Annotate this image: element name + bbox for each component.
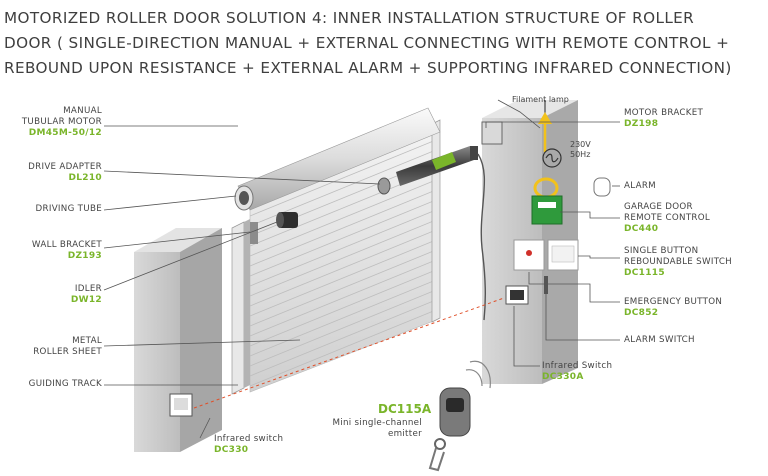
title-line-3: REBOUND UPON RESISTANCE + EXTERNAL ALARM… [4,59,732,77]
label-single-button-reboundable-switch: SINGLE BUTTON REBOUNDABLE SWITCH DC1115 [624,246,732,279]
label-idler: IDLER DW12 [4,284,102,306]
label-guiding-track: GUIDING TRACK [4,379,102,390]
label-code: DW12 [70,295,102,305]
idler-part [276,212,298,228]
filament-lamp [538,100,552,152]
label-name: SINGLE BUTTON [624,246,699,256]
label-name: WALL BRACKET [31,240,102,250]
label-name: ALARM [624,181,656,191]
label-name: IDLER [74,284,102,294]
label-code: DC330A [542,372,584,382]
tubular-motor [377,146,487,321]
filament-lamp-label: Filament lamp [512,95,569,104]
label-drive-adapter: DRIVE ADAPTER DL210 [4,162,102,184]
label-name-2: REBOUNDABLE SWITCH [624,257,733,267]
mini-emitter-remote [428,360,491,472]
label-name: ALARM SWITCH [624,335,695,345]
label-name: DRIVING TUBE [35,204,102,214]
label-remote: Mini single-channel emitter [322,418,422,440]
label-name: Mini single-channel [332,418,422,428]
label-infrared-switch-right: Infrared Switch DC330A [542,361,612,383]
label-name-2: ROLLER SHEET [33,347,102,357]
alarm-switch-device [544,276,548,294]
label-code: DC330 [214,445,249,455]
label-code: DZ198 [624,119,659,129]
left-wall [134,228,222,452]
label-wall-bracket: WALL BRACKET DZ193 [4,240,102,262]
motor-bracket-part [481,121,503,145]
infrared-beam [193,297,505,409]
leader-lines-left [103,125,381,439]
label-name: GARAGE DOOR [624,202,693,212]
label-name: GUIDING TRACK [28,379,102,389]
driving-tube [234,107,441,211]
label-code: DL210 [68,173,102,183]
label-name: EMERGENCY BUTTON [624,297,723,307]
label-code: DC440 [624,224,659,234]
label-name: Infrared switch [214,434,284,444]
label-alarm: ALARM [624,181,656,192]
power-label: 230V 50Hz [570,140,591,160]
infrared-switch-right-device [505,285,529,305]
label-manual-tubular-motor: MANUAL TUBULAR MOTOR DM45M-50/12 [4,106,102,139]
label-name: MOTOR BRACKET [624,108,704,118]
title-line-1: MOTORIZED ROLLER DOOR SOLUTION 4: INNER … [4,9,695,27]
label-name: Infrared Switch [542,361,613,371]
label-name-2: REMOTE CONTROL [624,213,711,223]
label-driving-tube: DRIVING TUBE [4,204,102,215]
label-garage-door-remote-control: GARAGE DOOR REMOTE CONTROL DC440 [624,202,710,235]
label-name-2: emitter [387,429,422,439]
switch-plates [513,239,579,271]
label-alarm-switch: ALARM SWITCH [624,335,695,346]
label-name: METAL [72,336,102,346]
power-frequency: 50Hz [570,150,591,159]
label-name-2: TUBULAR MOTOR [21,117,102,127]
infrared-switch-left-device [169,393,193,417]
power-voltage: 230V [570,140,591,149]
page-title: MOTORIZED ROLLER DOOR SOLUTION 4: INNER … [4,6,766,81]
power-supply-symbol [542,148,562,168]
label-name: MANUAL [63,106,102,116]
label-infrared-switch-left: Infrared switch DC330 [214,434,283,456]
label-code: DC852 [624,308,659,318]
title-line-2: DOOR ( SINGLE-DIRECTION MANUAL + EXTERNA… [4,34,730,52]
label-code: DZ193 [67,251,102,261]
garage-remote-control-device [531,195,563,225]
label-name: DRIVE ADAPTER [28,162,102,172]
wall-bracket-part [250,222,258,244]
label-code: DC1115 [624,268,665,278]
label-metal-roller-sheet: METAL ROLLER SHEET [4,336,102,358]
alarm-device [593,177,611,197]
label-motor-bracket: MOTOR BRACKET DZ198 [624,108,703,130]
leader-lines-right [485,99,620,367]
label-code: DM45M-50/12 [28,128,102,138]
remote-code: DC115A [378,402,432,416]
label-emergency-button: EMERGENCY BUTTON DC852 [624,297,722,319]
